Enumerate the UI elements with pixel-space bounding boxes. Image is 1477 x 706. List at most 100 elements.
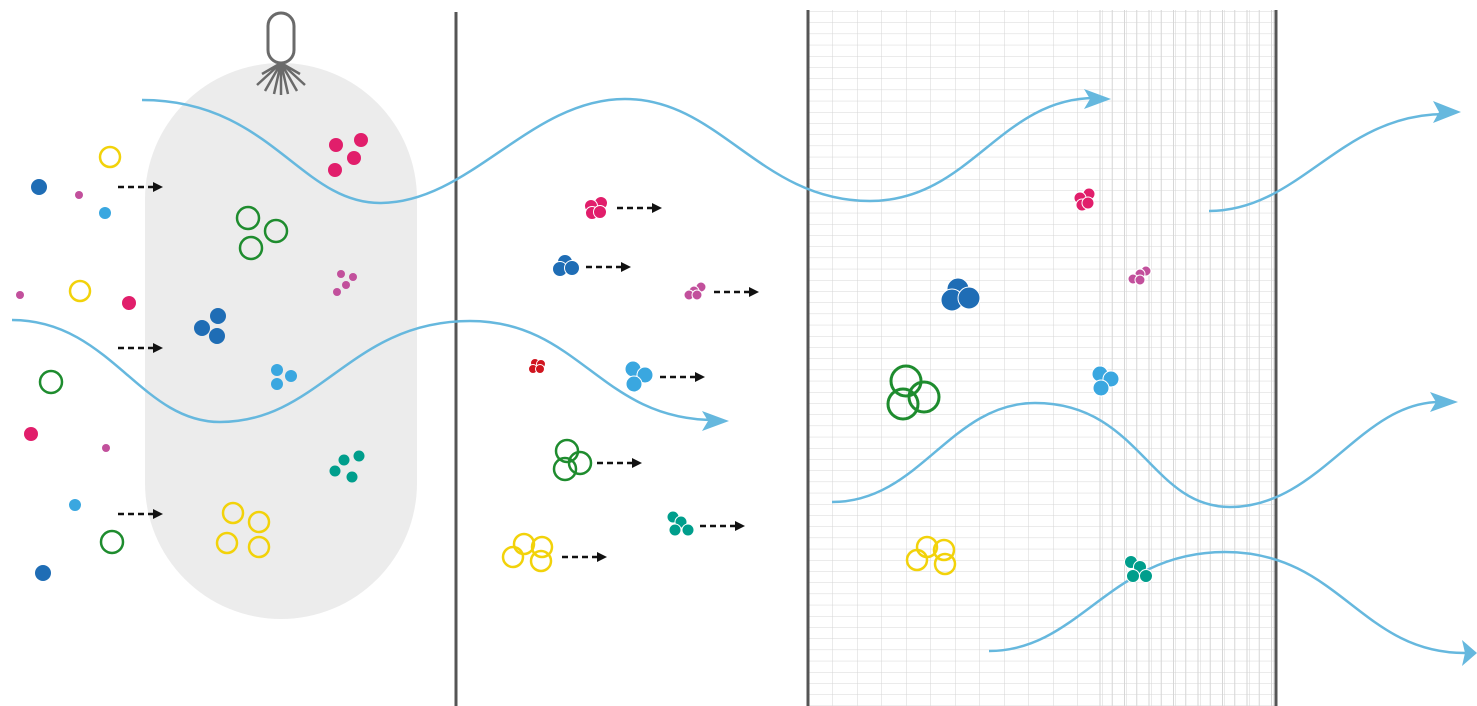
- cluster-yellow-ring-part: [933, 552, 957, 576]
- cluster-purple: [1127, 265, 1152, 286]
- particle-light-blue: [271, 364, 283, 376]
- particle-yellow-ring: [215, 531, 239, 555]
- dashed-arrow-head: [153, 343, 163, 353]
- dashed-arrow-icon: [586, 262, 631, 272]
- dashed-arrow-icon: [562, 552, 607, 562]
- particle-teal: [346, 471, 358, 483]
- particle-purple: [75, 191, 83, 199]
- particle-green-ring: [263, 218, 289, 244]
- dashed-arrow-icon: [714, 287, 759, 297]
- particle-light-blue: [99, 207, 111, 219]
- cluster-pink: [1073, 187, 1096, 212]
- cluster-light-blue-part: [636, 366, 654, 384]
- flow-curve-middle: [11, 318, 716, 424]
- mesh-grid: [808, 10, 1277, 706]
- cluster-teal-part: [681, 523, 695, 537]
- cluster-teal-part: [1126, 569, 1140, 583]
- cluster-teal: [1124, 555, 1153, 583]
- particle-purple: [102, 444, 110, 452]
- cluster-blue-part: [957, 286, 981, 310]
- particle-pink: [24, 427, 38, 441]
- particles: [16, 133, 1153, 583]
- cluster-blue: [940, 277, 981, 312]
- cluster-teal-part: [668, 523, 682, 537]
- particle-teal: [353, 450, 365, 462]
- dashed-arrow-icon: [118, 343, 163, 353]
- particle-purple: [16, 291, 24, 299]
- cluster-yellow-ring-part: [932, 538, 956, 562]
- dashed-arrow-head: [749, 287, 759, 297]
- flow-arrowheads: [702, 89, 1477, 666]
- flow-curve-lower: [831, 400, 1441, 509]
- particle-green-ring: [99, 529, 125, 555]
- dashed-arrow-icon: [660, 372, 705, 382]
- mesh-fine-lines: [1099, 10, 1272, 706]
- particle-pink: [354, 133, 368, 147]
- particle-pink: [329, 138, 343, 152]
- cluster-red: [528, 358, 546, 374]
- particle-teal: [329, 465, 341, 477]
- cluster-pink-part: [1081, 196, 1095, 210]
- particle-green-ring: [38, 369, 64, 395]
- particle-pink: [328, 163, 342, 177]
- cluster-light-blue: [624, 360, 654, 393]
- cluster-yellow-ring: [501, 532, 554, 573]
- cluster-light-blue-part: [1092, 379, 1110, 397]
- flow-arrow-icon: [1430, 392, 1458, 412]
- dashed-arrow-icon: [617, 203, 662, 213]
- cluster-yellow-ring-part: [905, 548, 929, 572]
- particle-yellow-ring: [98, 145, 122, 169]
- transfer-arrows: [118, 182, 759, 562]
- dashed-arrow-head: [597, 552, 607, 562]
- cluster-pink: [584, 196, 608, 220]
- dashed-arrow-head: [621, 262, 631, 272]
- flow-arrow-icon: [1433, 101, 1461, 123]
- dashed-arrow-icon: [700, 521, 745, 531]
- cluster-teal: [666, 510, 695, 537]
- dashed-arrow-head: [735, 521, 745, 531]
- particle-yellow-ring: [68, 279, 92, 303]
- particle-purple: [337, 270, 345, 278]
- filter-mesh-region: [808, 10, 1277, 706]
- flow-curves: [11, 96, 1466, 655]
- particle-purple: [342, 281, 350, 289]
- cluster-yellow-ring-part: [529, 549, 553, 573]
- dashed-arrow-icon: [597, 458, 642, 468]
- cluster-teal-part: [1139, 569, 1153, 583]
- cluster-green-ring-part: [907, 380, 941, 414]
- flow-curve-outlet: [1208, 112, 1446, 213]
- flow-arrow-icon: [1462, 640, 1477, 666]
- dashed-arrow-head: [652, 203, 662, 213]
- particle-pink: [122, 296, 136, 310]
- particle-purple: [349, 273, 357, 281]
- dashed-arrow-head: [153, 509, 163, 519]
- flow-arrow-icon: [1084, 89, 1111, 109]
- cluster-red-part: [535, 364, 545, 374]
- dashed-arrow-icon: [118, 509, 163, 519]
- cluster-green-ring-part: [567, 450, 593, 476]
- cluster-green-ring: [552, 438, 593, 482]
- cluster-yellow-ring-part: [501, 545, 525, 569]
- particle-light-blue: [69, 499, 81, 511]
- particle-light-blue: [285, 370, 297, 382]
- cluster-yellow-ring-part: [530, 535, 554, 559]
- particle-blue: [194, 320, 210, 336]
- dashed-arrow-icon: [118, 182, 163, 192]
- particle-blue: [210, 308, 226, 324]
- cluster-yellow-ring-part: [512, 532, 536, 556]
- chamber-capsule: [145, 63, 417, 619]
- particle-yellow-ring: [221, 501, 245, 525]
- particle-green-ring: [235, 205, 261, 231]
- cluster-light-blue-part: [625, 375, 643, 393]
- cluster-purple-part: [1134, 274, 1146, 286]
- cluster-purple-part: [691, 289, 703, 301]
- particle-green-ring: [238, 235, 264, 261]
- particle-yellow-ring: [247, 535, 271, 559]
- flow-curve-top: [141, 96, 1096, 205]
- particle-blue: [35, 565, 51, 581]
- cluster-green-ring-part: [552, 456, 578, 482]
- particle-blue: [31, 179, 47, 195]
- spray-nozzle-icon: [256, 11, 306, 95]
- cluster-green-ring-part: [886, 387, 920, 421]
